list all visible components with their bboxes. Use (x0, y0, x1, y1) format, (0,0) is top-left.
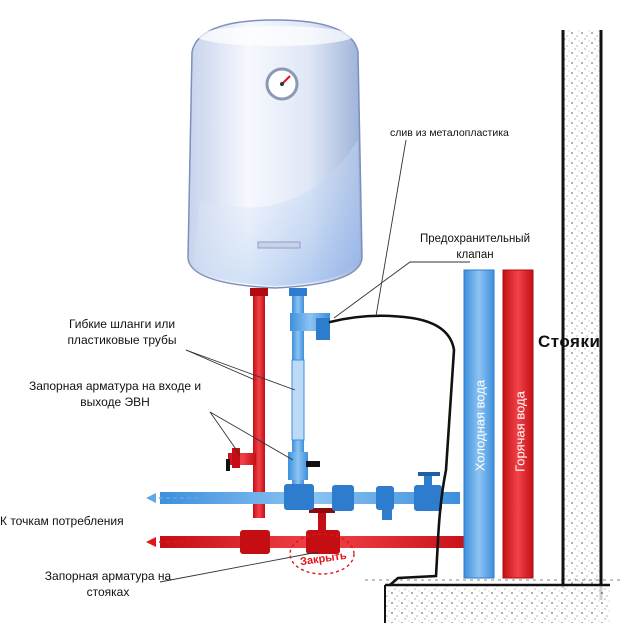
hot-riser (502, 269, 534, 579)
shutoff-risers-label: Запорная арматура на стояках (44, 569, 172, 599)
risers-label: Стояки (538, 332, 601, 351)
consumption-arrows (146, 493, 200, 547)
cold-riser (463, 269, 495, 579)
safety-valve-label: Предохранительный клапан (420, 233, 530, 261)
cold-branch-pipe (160, 288, 460, 520)
hot-water-label: Горячая вода (512, 391, 528, 472)
nameplate (257, 241, 301, 249)
hoses-label: Гибкие шланги или пластиковые трубы (67, 317, 177, 347)
thermometer-icon (265, 67, 299, 101)
shutoff-ewh-label: Запорная арматура на входе и выходе ЭВН (28, 379, 202, 409)
drain-label: слив из металопластика (390, 127, 509, 139)
leader-lines (159, 139, 470, 583)
hot-branch-pipe (160, 288, 478, 554)
floor (365, 579, 620, 623)
consumption-label: К точкам потребления (0, 514, 124, 528)
close-marker (289, 533, 355, 575)
drain-line (328, 314, 456, 587)
hot-riser-valve-icon (306, 508, 340, 554)
wall (561, 30, 603, 600)
water-heater-tank (187, 19, 363, 289)
cold-water-label: Холодная вода (472, 379, 488, 472)
